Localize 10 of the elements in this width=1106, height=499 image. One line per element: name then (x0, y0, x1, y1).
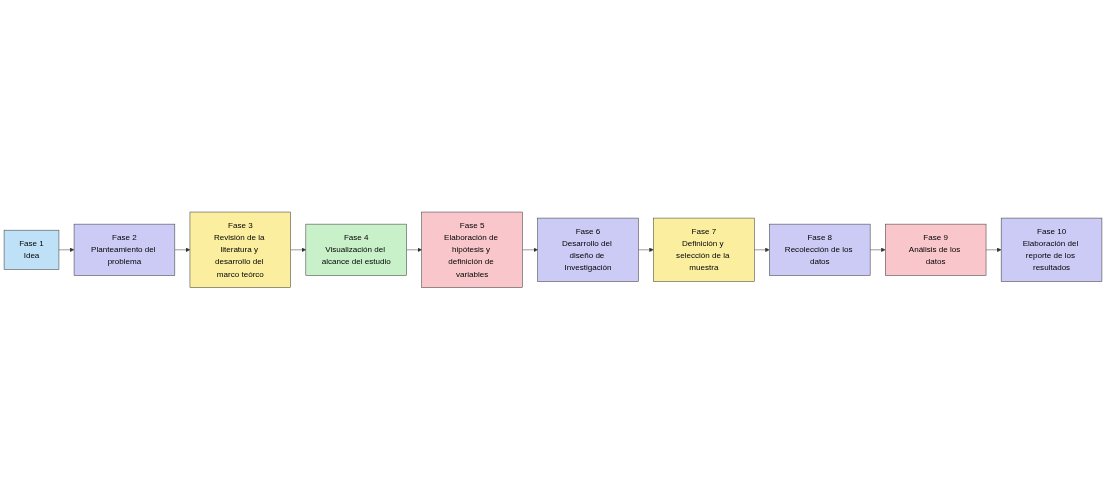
node-box: Fase 6 Desarrollo del diseño de Investigación (537, 217, 639, 282)
node-box: Fase 9 Análisis de los datos (885, 223, 987, 276)
node-box: Fase 10 Elaboración del reporte de los resultados (1000, 217, 1103, 282)
node-box: Fase 5 Elaboración de hipótesis y definición de variables (421, 211, 523, 288)
node-box: Fase 7 Definición y selección de la muestra (653, 217, 755, 282)
node-box: Fase 3 Revisión de la literatura y desarrollo del marco teórco (189, 211, 291, 288)
node-box: Fase 4 Visualización del alcance del estudio (305, 223, 407, 276)
node-box: Fase 1 Idea (3, 229, 60, 270)
node-box: Fase 2 Planteamiento del problema (73, 223, 176, 276)
node-box: Fase 8 Recolección de los datos (769, 223, 871, 276)
